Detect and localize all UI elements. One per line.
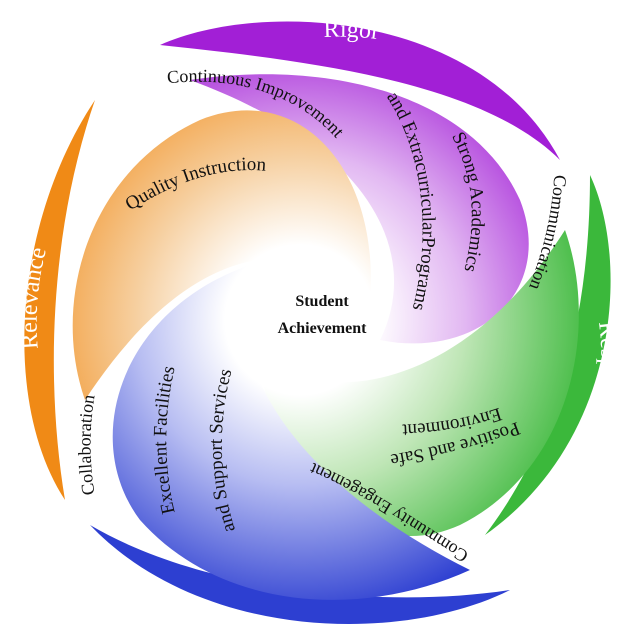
responsiveness-blade xyxy=(260,230,579,537)
responsiveness-outer-arc xyxy=(485,175,611,535)
relationships-outer-arc xyxy=(90,525,510,625)
center-label-line1: Student xyxy=(295,293,349,310)
center-label-line2: Achievement xyxy=(278,320,368,337)
collaboration-label: Collaboration xyxy=(75,393,99,496)
relevance-blade xyxy=(72,110,371,400)
relevance-outer-arc xyxy=(24,100,95,500)
rigor-label: Rigor xyxy=(323,16,381,45)
rigor-outer-arc xyxy=(160,21,560,161)
rigor-blade xyxy=(190,74,529,344)
center-circle xyxy=(262,262,378,378)
relationships-blade xyxy=(112,265,470,600)
